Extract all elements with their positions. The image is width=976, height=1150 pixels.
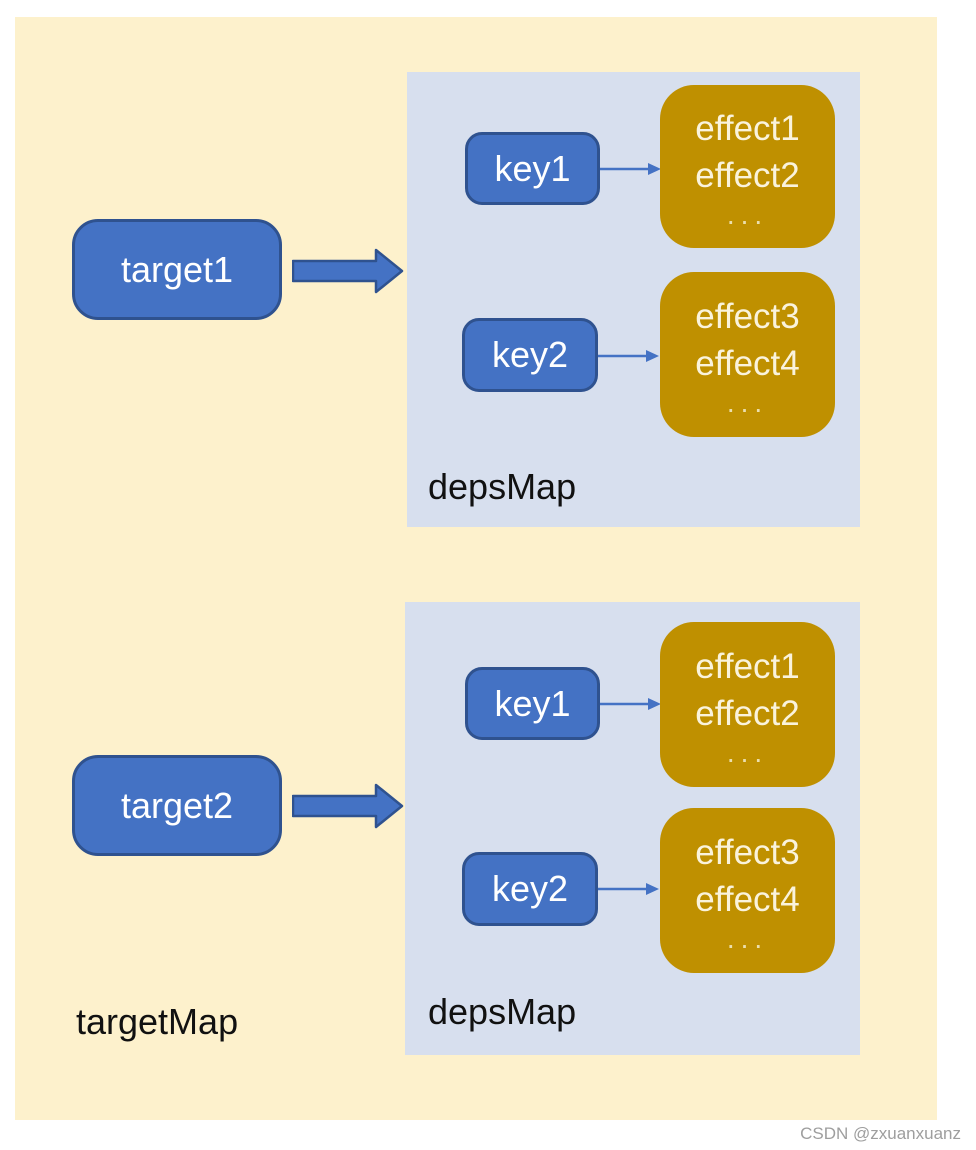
effect-set-node-2a: effect1 effect2 ... [660,622,835,787]
effect-line: effect4 [695,879,800,919]
key2-node-1: key2 [462,318,598,392]
effect-line: effect2 [695,693,800,733]
depsmap-label-1: depsMap [428,466,577,507]
effect-line: effect4 [695,343,800,383]
ellipsis: ... [726,922,769,954]
key1-connector-arrow-icon-1 [600,163,661,175]
effect-line: effect1 [695,646,800,686]
effect-line: effect3 [695,296,800,336]
key2-connector-arrow-icon-1 [598,350,659,362]
ellipsis: ... [726,198,769,230]
key1-node-2: key1 [465,667,600,740]
key2-node-2: key2 [462,852,598,926]
watermark: CSDN @zxuanxuanz [800,1124,961,1143]
key2-connector-arrow-icon-2 [598,883,659,895]
target2-block-arrow-icon [292,783,404,829]
effect-set-node-2b: effect3 effect4 ... [660,808,835,973]
target1-block-arrow-icon [292,248,404,294]
key1-node-1: key1 [465,132,600,205]
target1-node: target1 [72,219,282,320]
effect-line: effect2 [695,155,800,195]
effect-set-node-1a: effect1 effect2 ... [660,85,835,248]
key1-connector-arrow-icon-2 [600,698,661,710]
depsmap-label-2: depsMap [428,991,577,1032]
targetmap-label: targetMap [76,1001,239,1042]
ellipsis: ... [726,736,769,768]
effect-line: effect3 [695,832,800,872]
effect-line: effect1 [695,108,800,148]
effect-set-node-1b: effect3 effect4 ... [660,272,835,437]
target2-node: target2 [72,755,282,856]
ellipsis: ... [726,386,769,418]
